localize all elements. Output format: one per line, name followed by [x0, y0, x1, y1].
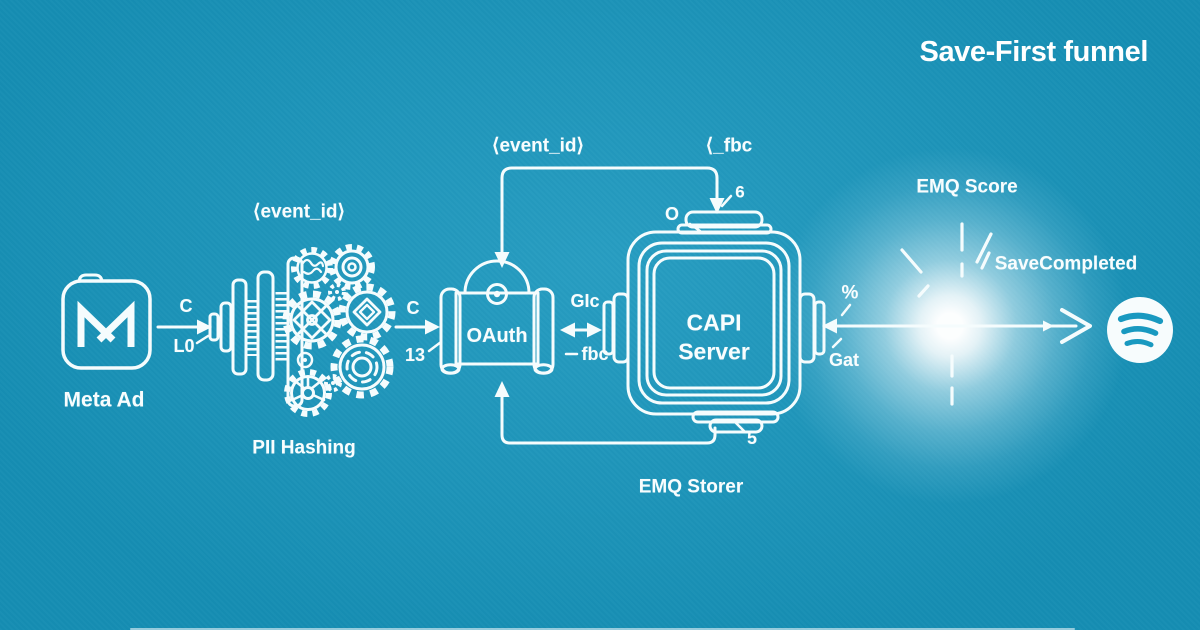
annotation-gic: GIc: [570, 291, 600, 311]
scroll-camera-icon: [441, 261, 553, 373]
event-id-top-tag: ⟨event_id⟩: [492, 135, 584, 157]
arrow-oauth-capi: [560, 322, 602, 355]
capi-server-label-line1: CAPI: [686, 309, 742, 336]
meta-ad-icon: [63, 275, 150, 368]
top-connector-line: [494, 168, 725, 268]
annotation-gat: Gat: [828, 350, 860, 370]
server-box-icon: [604, 196, 824, 432]
gears-icon: [210, 247, 392, 414]
annotation-o: O: [664, 204, 680, 224]
starburst-icon: [902, 224, 991, 404]
annotation-13: 13: [404, 345, 426, 365]
pii-hashing-label: PII Hashing: [252, 437, 356, 459]
gear-wheel-icon: [287, 372, 329, 414]
annotation-percent: %: [841, 282, 859, 304]
emq-score-label: EMQ Score: [916, 176, 1018, 198]
page-title: Save-First funnel: [919, 36, 1149, 68]
arrow-hashing-to-oauth: [396, 319, 441, 352]
gear-rings-icon: [334, 339, 390, 395]
annotation-6: 6: [735, 182, 745, 202]
hashing-event-id-tag: ⟨event_id⟩: [253, 201, 345, 223]
fbc-top-tag: ⟨_fbc: [705, 135, 753, 157]
gear-ring-icon: [332, 247, 372, 287]
bottom-frame-line: [130, 628, 1075, 630]
gear-cross-icon: [286, 294, 338, 346]
spotify-icon: [1107, 297, 1173, 363]
annotation-c2: C: [406, 298, 420, 318]
annotation-5: 5: [746, 428, 758, 448]
gear-squiggle-icon: [294, 250, 330, 286]
annotation-fbc: fbc: [581, 344, 609, 364]
annotation-l0: L0: [173, 336, 195, 356]
save-completed-label: SaveCompleted: [994, 253, 1138, 275]
capi-server-label-line2: Server: [678, 338, 750, 365]
annotation-c1: C: [179, 296, 193, 316]
arrow-meta-to-hashing: [158, 319, 212, 344]
emq-storer-label: EMQ Storer: [638, 476, 744, 498]
meta-ad-label: Meta Ad: [63, 388, 145, 412]
arrow-capi-to-spotify: [822, 305, 1090, 347]
gear-diamond-icon: [342, 287, 392, 337]
oauth-label: OAuth: [466, 325, 528, 347]
tiny-gear-icon: [298, 285, 344, 390]
